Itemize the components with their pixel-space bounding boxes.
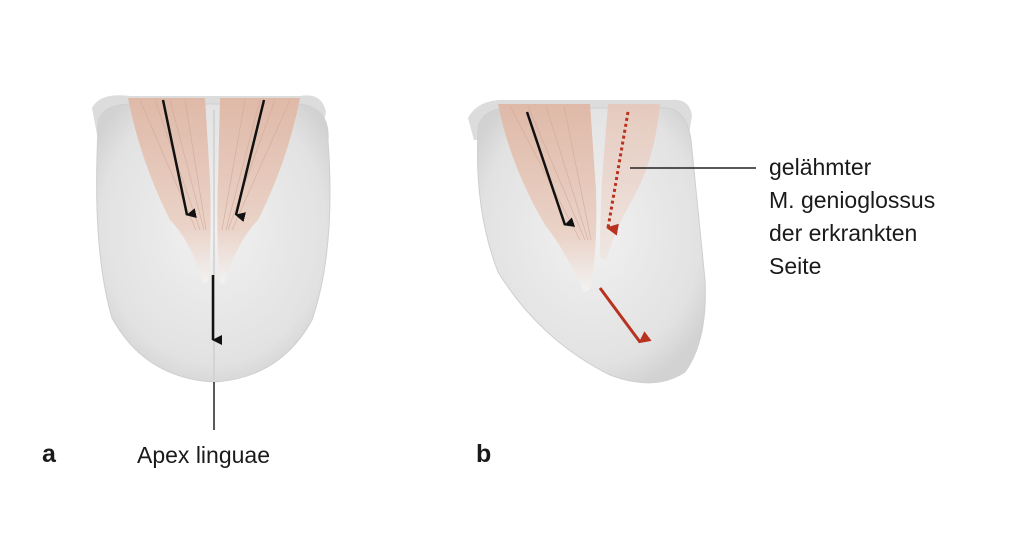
arrow-paralyzed-dotted-b (606, 111, 630, 236)
genioglossus-left-a (128, 98, 211, 284)
panel-a-tongue (92, 95, 331, 383)
caption-line-3: der erkrankten (769, 220, 918, 246)
caption-line-2: M. genioglossus (769, 187, 936, 213)
genioglossus-left-b (498, 104, 597, 292)
genioglossus-right-a (217, 98, 300, 284)
arrow-deviation-b (598, 287, 652, 344)
apex-linguae-label: Apex linguae (137, 442, 270, 468)
caption-line-4: Seite (769, 253, 822, 279)
panel-label-a: a (42, 440, 56, 468)
panel-label-b: b (476, 440, 492, 468)
panel-b-tongue (468, 99, 706, 384)
caption-line-1: gelähmter (769, 154, 872, 180)
arrow-left-muscle-b (525, 111, 576, 227)
genioglossus-paralyzed-b (600, 104, 660, 260)
arrow-left-muscle-a (161, 99, 197, 219)
arrow-right-muscle-a (234, 99, 266, 222)
